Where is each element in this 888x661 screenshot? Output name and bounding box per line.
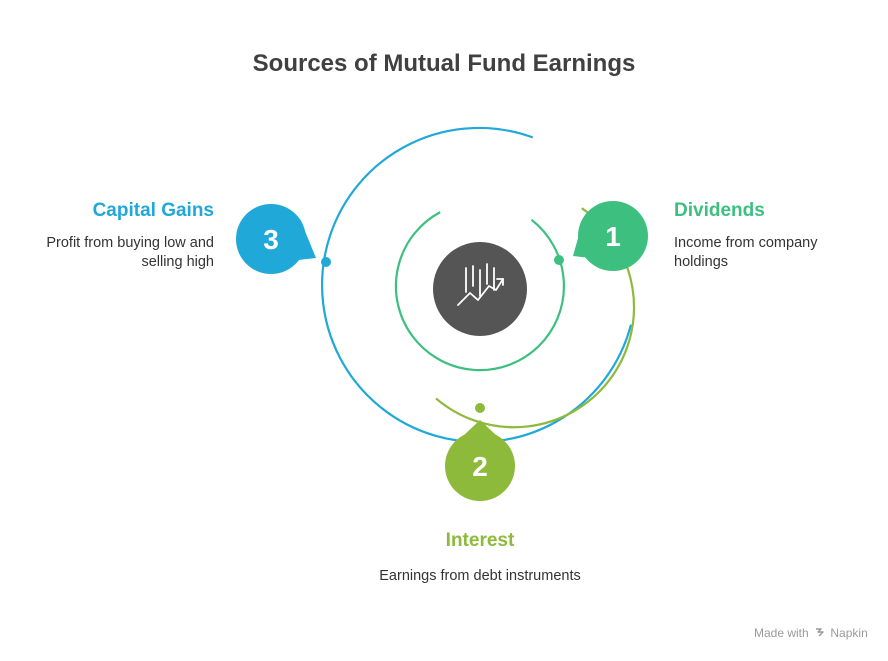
dividends-ring bbox=[394, 211, 566, 372]
dividends-heading: Dividends bbox=[674, 200, 765, 221]
capital-gains-number: 3 bbox=[263, 224, 279, 255]
napkin-brand-label: Napkin bbox=[830, 626, 868, 640]
dividends-description: Income from company holdings bbox=[674, 235, 818, 270]
interest-connector-dot bbox=[475, 403, 485, 413]
dividends-connector-dot bbox=[554, 255, 564, 265]
footer-attribution[interactable]: Made with Napkin bbox=[754, 626, 868, 640]
capital-gains-description: Profit from buying low and selling high bbox=[46, 235, 214, 270]
capital-gains-connector-dot bbox=[321, 257, 331, 267]
interest-description: Earnings from debt instruments bbox=[379, 568, 581, 584]
capital-gains-badge: 3 bbox=[236, 204, 316, 274]
napkin-logo-icon bbox=[815, 626, 825, 640]
dividends-badge: 1 bbox=[573, 201, 648, 271]
interest-number: 2 bbox=[472, 451, 488, 482]
interest-badge: 2 bbox=[445, 420, 515, 501]
interest-heading: Interest bbox=[445, 530, 515, 551]
capital-gains-heading: Capital Gains bbox=[92, 200, 214, 221]
diagram-title: Sources of Mutual Fund Earnings bbox=[252, 50, 636, 77]
dividends-number: 1 bbox=[605, 221, 621, 252]
made-with-label: Made with bbox=[754, 626, 809, 640]
growth-chart-icon bbox=[457, 263, 504, 306]
